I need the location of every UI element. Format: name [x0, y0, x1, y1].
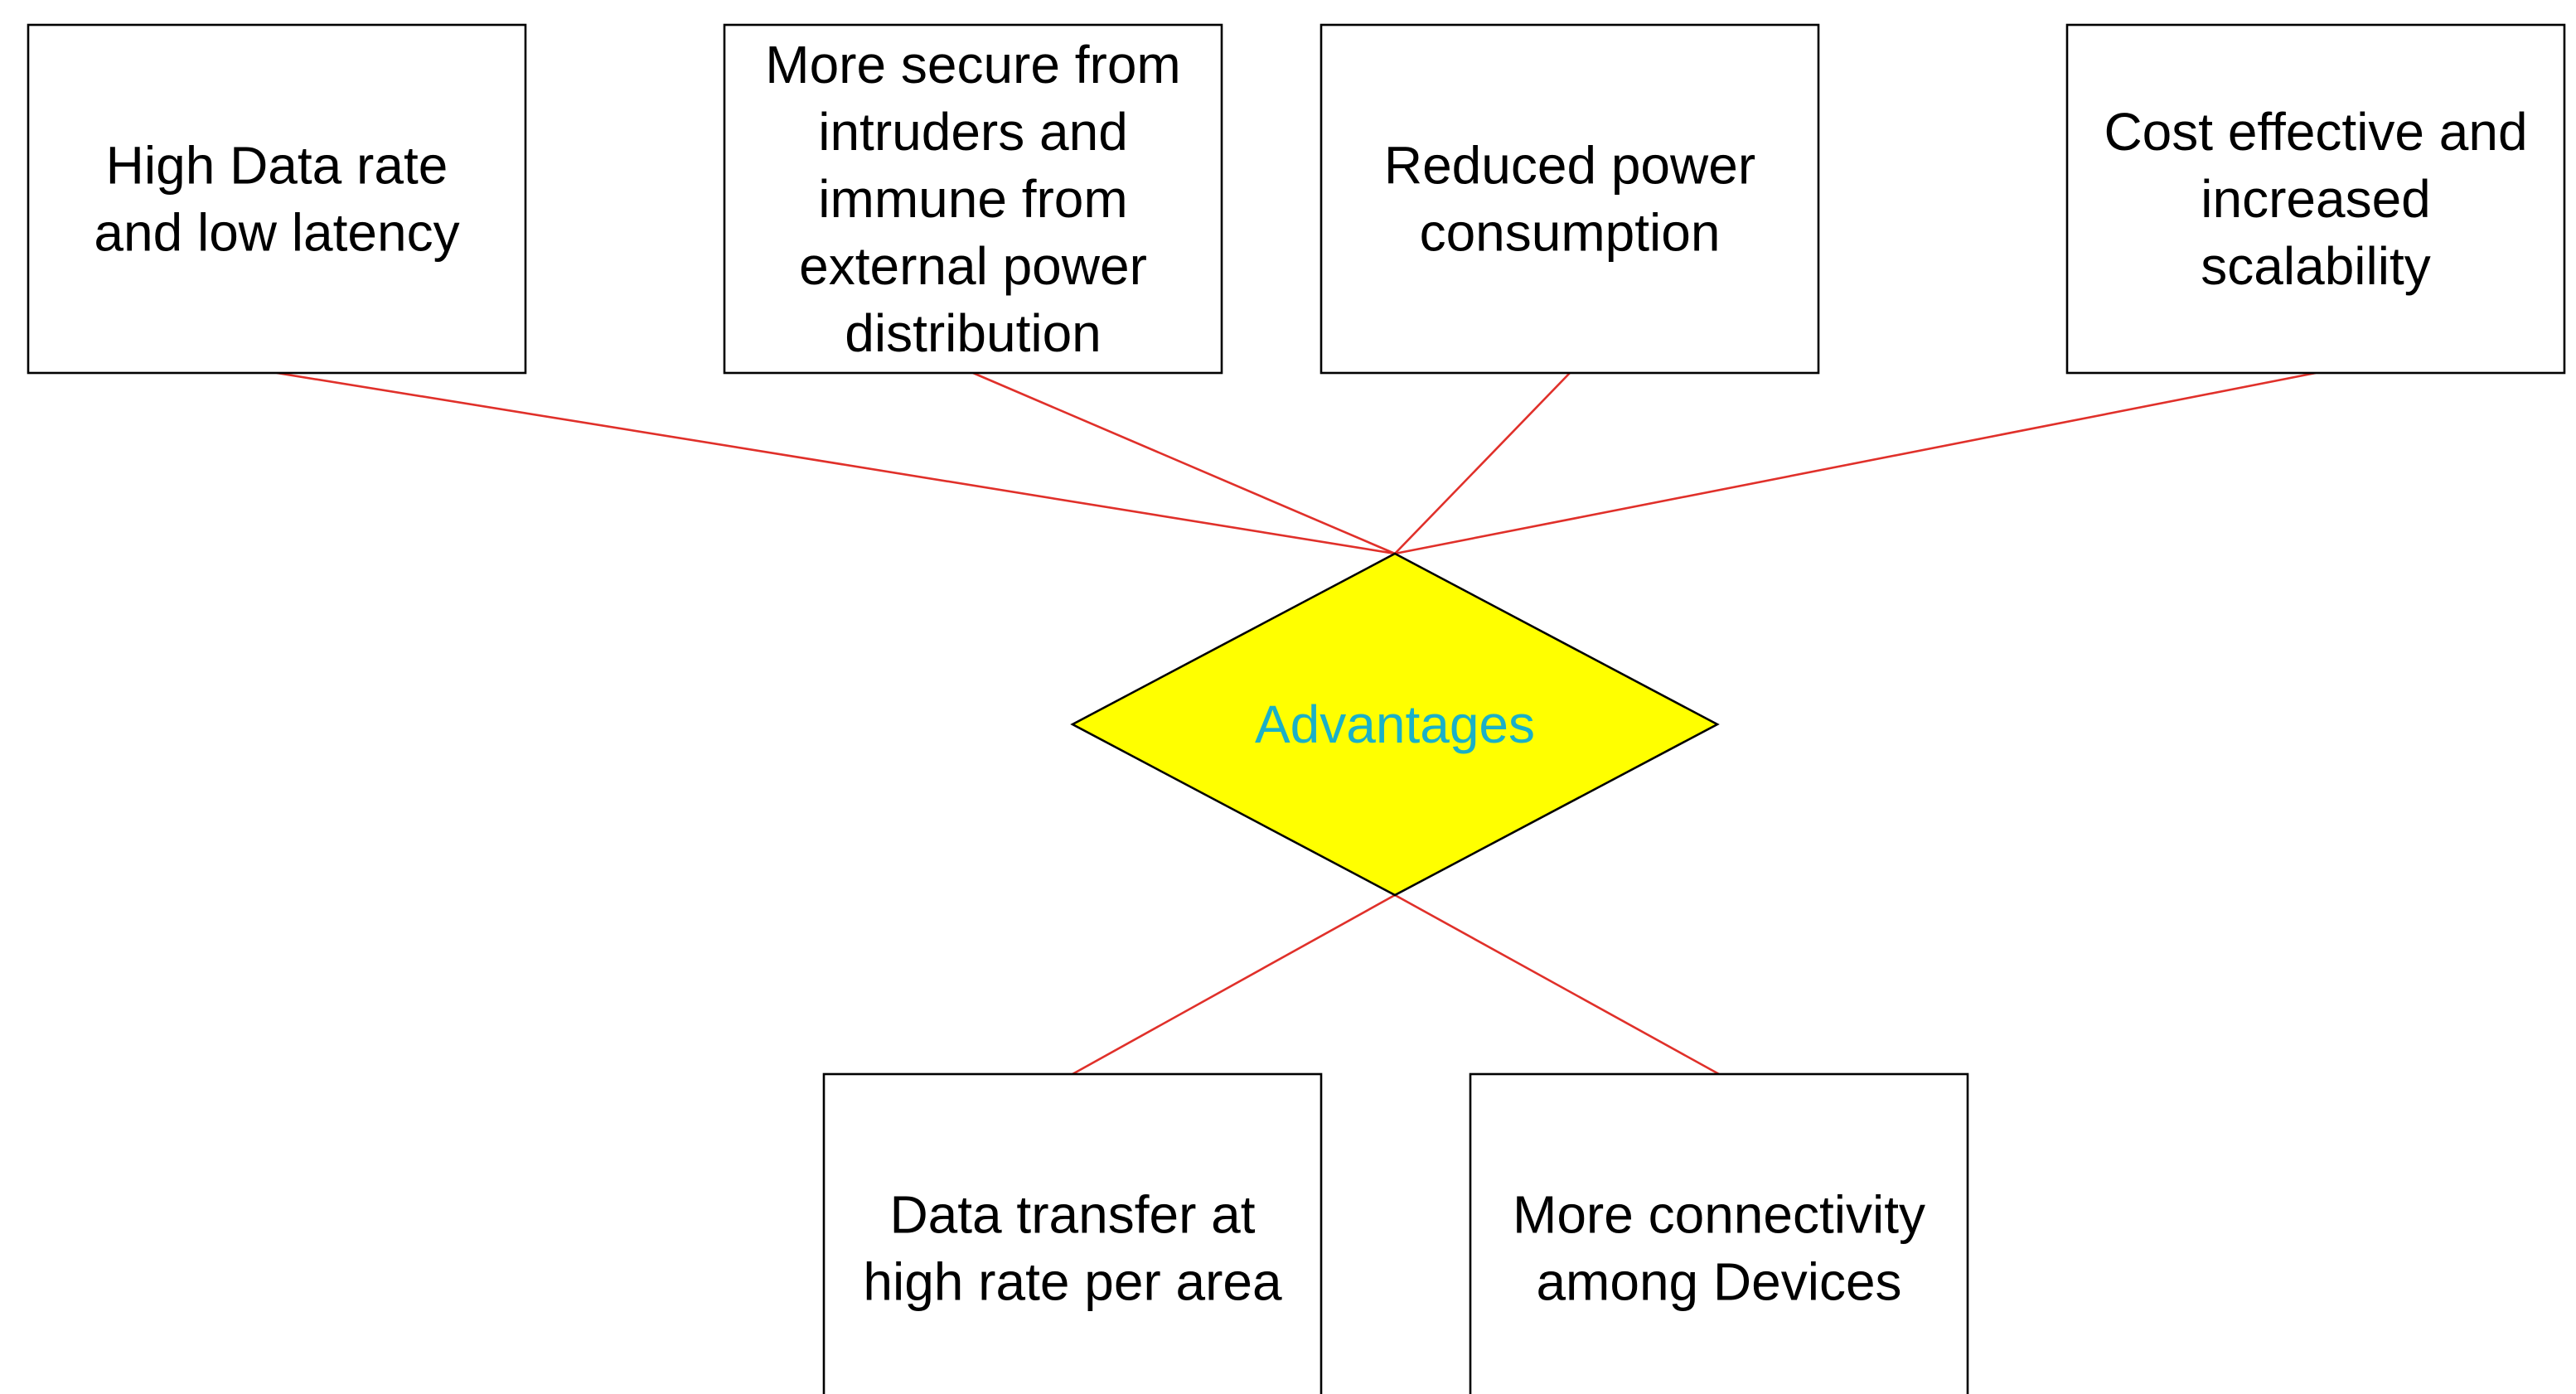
- box-text-line: intruders and: [818, 102, 1128, 162]
- box-text-line: More secure from: [765, 35, 1180, 94]
- box-border: [1469, 1072, 1969, 1394]
- box-text-line: and low latency: [94, 203, 459, 263]
- box-text-line: consumption: [1420, 203, 1721, 263]
- box-text-line: among Devices: [1536, 1252, 1901, 1312]
- box-text-line: external power: [799, 236, 1147, 296]
- advantage-box-more-connectivity: More connectivity among Devices: [1469, 1072, 1969, 1394]
- connector-more-connectivity: [1394, 893, 1720, 1076]
- box-text-line: More connectivity: [1513, 1185, 1925, 1245]
- connector-reduced-power: [1394, 372, 1571, 554]
- advantage-box-more-secure: More secure from intruders and immune from…: [723, 23, 1223, 375]
- connector-cost-effective: [1394, 371, 2317, 555]
- box-border: [723, 23, 1223, 375]
- advantage-box-data-transfer: Data transfer at high rate per area: [822, 1072, 1323, 1394]
- box-text-line: Cost effective and: [2104, 102, 2527, 162]
- advantage-box-high-data-rate: High Data rate and low latency: [27, 23, 527, 375]
- advantage-boxes: High Data rate and low latency More secure…: [27, 23, 2566, 1394]
- box-text-line: Data transfer at: [889, 1185, 1255, 1245]
- center-diamond: [1070, 552, 1720, 897]
- connector-data-transfer: [1072, 893, 1396, 1076]
- center-label: Advantages: [1255, 695, 1535, 754]
- connector-high-data-rate: [276, 371, 1396, 555]
- box-text-line: scalability: [2201, 236, 2430, 296]
- advantage-box-cost-effective: Cost effective and increased scalability: [2065, 23, 2566, 375]
- connector-lines: [276, 371, 2317, 1076]
- box-border: [1319, 23, 1820, 375]
- box-text-line: increased: [2201, 169, 2431, 229]
- box-text-line: Reduced power: [1384, 136, 1755, 196]
- box-text-line: distribution: [845, 303, 1102, 363]
- connector-more-secure: [972, 371, 1396, 555]
- box-border: [2065, 23, 2566, 375]
- box-text-line: immune from: [818, 169, 1127, 229]
- box-border: [27, 23, 527, 375]
- box-border: [822, 1072, 1323, 1394]
- advantage-box-reduced-power: Reduced power consumption: [1319, 23, 1820, 375]
- box-text-line: High Data rate: [106, 136, 448, 196]
- box-text-line: high rate per area: [863, 1252, 1282, 1312]
